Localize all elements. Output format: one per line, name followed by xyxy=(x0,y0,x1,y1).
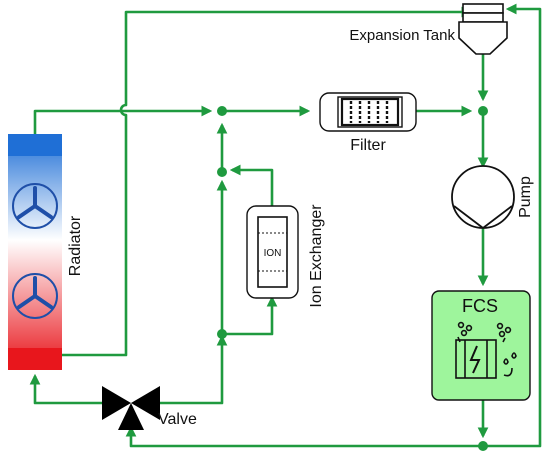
radiator-top-header xyxy=(8,134,62,156)
fcs-stack-icon xyxy=(455,321,517,379)
pipes xyxy=(29,3,542,448)
expansion-tank-label: Expansion Tank xyxy=(349,27,455,44)
pipe-radiator-top xyxy=(33,105,213,134)
valve-label: Valve xyxy=(158,411,197,428)
valve-icon xyxy=(102,386,160,430)
pump: Pump xyxy=(451,165,534,229)
filter: Filter xyxy=(319,92,417,154)
ion-box-label: ION xyxy=(264,248,282,259)
expansion-tank: Expansion Tank xyxy=(349,3,508,55)
pipe-valve-to-radiator xyxy=(29,373,104,405)
junction-dot xyxy=(478,441,488,451)
junction-dot xyxy=(478,106,488,116)
radiator-bottom-header xyxy=(8,348,62,370)
radiator-fan-icon xyxy=(12,183,58,229)
pump-icon xyxy=(451,165,515,229)
ion-exchanger-label: Ion Exchanger xyxy=(308,204,325,308)
filter-cartridge-icon xyxy=(337,96,403,128)
pump-label: Pump xyxy=(517,176,534,218)
radiator-label: Radiator xyxy=(67,215,84,276)
pipe-radiator-to-tank xyxy=(35,6,473,357)
junction-dot xyxy=(217,106,227,116)
pipe-right-return xyxy=(483,3,542,448)
pipe-from-ion-exchanger xyxy=(229,164,274,206)
junctions xyxy=(217,106,488,451)
pipe-bottom-return xyxy=(125,425,483,448)
ion-exchanger: ION Ion Exchanger xyxy=(246,204,325,308)
pipe-valve-branch xyxy=(160,334,228,405)
pipe-to-ion-exchanger xyxy=(222,295,278,336)
junction-dot xyxy=(217,167,227,177)
fcs: FCS xyxy=(431,290,531,401)
radiator-body xyxy=(8,134,62,370)
valve: Valve xyxy=(102,386,197,430)
radiator: Radiator xyxy=(8,134,84,370)
junction-dot xyxy=(217,329,227,339)
filter-label: Filter xyxy=(350,137,386,154)
radiator-fan-icon xyxy=(12,273,58,319)
fcs-label: FCS xyxy=(462,296,498,316)
